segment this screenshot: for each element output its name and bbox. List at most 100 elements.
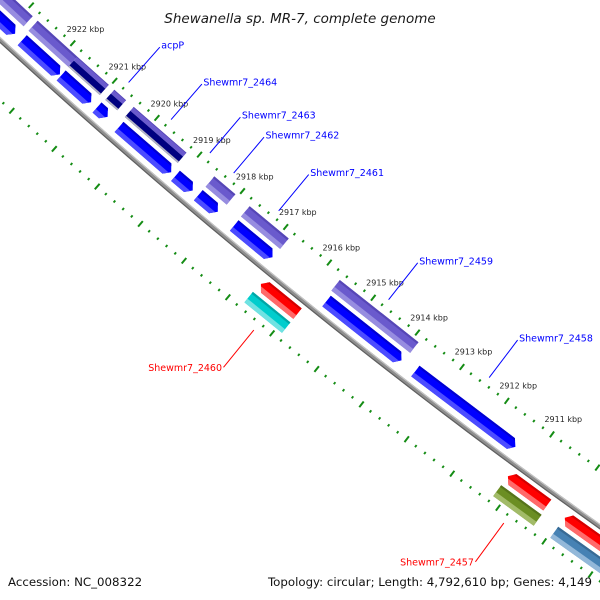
minor-tick xyxy=(514,406,518,410)
cds-arrow-acpp[interactable] xyxy=(92,102,108,119)
minor-tick xyxy=(87,177,91,181)
gene-label[interactable]: acpP xyxy=(161,41,184,52)
gene-label[interactable]: Shewmr7_2460 xyxy=(148,363,222,374)
minor-tick xyxy=(104,192,108,196)
feature-body xyxy=(322,295,402,363)
cds-arrow-unlabeled[interactable] xyxy=(564,515,600,568)
minor-tick xyxy=(18,116,22,121)
minor-tick xyxy=(275,218,279,222)
tick-label: 2920 kbp xyxy=(151,99,189,108)
feature-body xyxy=(17,35,61,76)
minor-tick xyxy=(261,324,265,328)
cog-bar[interactable] xyxy=(550,526,600,583)
gene-label[interactable]: Shewmr7_2457 xyxy=(400,557,474,568)
cog-bar[interactable] xyxy=(244,291,291,333)
gene-label[interactable]: Shewmr7_2463 xyxy=(242,111,316,122)
minor-tick xyxy=(459,478,463,483)
cds-arrow-unlabeled[interactable] xyxy=(56,70,92,104)
backbone-highlight xyxy=(0,36,600,526)
gene-label[interactable]: Shewmr7_2459 xyxy=(419,256,493,267)
minor-tick xyxy=(138,101,142,105)
minor-tick xyxy=(514,519,518,523)
minor-tick xyxy=(389,310,393,314)
minor-tick xyxy=(478,378,482,383)
feature-shade xyxy=(25,35,61,69)
minor-tick xyxy=(258,203,262,208)
cog-bar[interactable] xyxy=(205,176,236,205)
feature-shade xyxy=(113,89,127,101)
gene-label[interactable]: Shewmr7_2458 xyxy=(519,334,593,345)
minor-tick xyxy=(112,199,117,204)
major-tick xyxy=(153,114,161,122)
feature-shade xyxy=(513,474,552,502)
major-tick xyxy=(495,504,502,512)
minor-tick xyxy=(266,211,270,215)
feature-body xyxy=(260,282,302,319)
cds-arrow-shewmr7-2464[interactable] xyxy=(114,121,172,174)
cds-arrow-shewmr7-2459[interactable] xyxy=(322,295,402,363)
label-leader-line xyxy=(278,174,310,212)
cog-bar[interactable] xyxy=(331,280,419,353)
cog-bar[interactable] xyxy=(0,0,33,27)
gene-label[interactable]: Shewmr7_2461 xyxy=(310,168,384,179)
cog-bar[interactable] xyxy=(241,206,289,249)
feature-body xyxy=(73,56,109,89)
feature-highlight xyxy=(331,286,414,353)
tick-label: 2922 kbp xyxy=(67,25,105,34)
major-tick xyxy=(94,183,101,190)
cds-arrow-unlabeled[interactable] xyxy=(0,0,16,35)
minor-tick xyxy=(433,344,437,348)
major-tick xyxy=(269,329,276,337)
feature-body xyxy=(241,206,289,249)
minor-tick xyxy=(333,381,337,385)
minor-tick xyxy=(586,459,590,463)
major-tick xyxy=(459,363,465,371)
cog-bar[interactable] xyxy=(28,20,78,67)
tick-label: 2911 kbp xyxy=(544,415,582,424)
feature-shade xyxy=(0,10,16,28)
minor-tick xyxy=(104,71,108,75)
minor-tick xyxy=(310,246,314,251)
cds-arrow-shewmr7-2461[interactable] xyxy=(229,220,273,259)
minor-tick xyxy=(173,251,177,256)
feature-shade xyxy=(122,121,172,167)
gene-label[interactable]: Shewmr7_2462 xyxy=(266,131,340,142)
minor-tick xyxy=(469,372,473,376)
cds-arrow-shewmr7-2462[interactable] xyxy=(193,190,218,214)
minor-tick xyxy=(215,167,219,171)
minor-tick xyxy=(147,229,151,233)
minor-tick xyxy=(191,266,195,270)
major-tick xyxy=(449,470,456,478)
feature-shade xyxy=(100,102,108,111)
minor-tick xyxy=(487,499,491,503)
cog-bar[interactable] xyxy=(124,106,187,163)
cds-arrow-unlabeled[interactable] xyxy=(17,35,61,76)
feature-highlight xyxy=(411,372,513,449)
tick-label: 2914 kbp xyxy=(410,313,448,322)
feature-body xyxy=(56,70,92,104)
feature-highlight xyxy=(17,41,58,76)
feature-body xyxy=(229,220,273,259)
cog-bar[interactable] xyxy=(493,485,542,526)
feature-body xyxy=(110,89,127,104)
cds-arrow-shewmr7-2463[interactable] xyxy=(171,170,193,192)
feature-shade xyxy=(251,291,291,325)
cds-arrow-shewmr7-2460[interactable] xyxy=(260,282,302,319)
minor-tick xyxy=(387,423,391,427)
gene-label[interactable]: Shewmr7_2464 xyxy=(203,78,277,89)
cds-arrow-shewmr7-2457[interactable] xyxy=(507,474,552,511)
minor-tick xyxy=(163,123,168,127)
feature-shade xyxy=(133,106,187,154)
feature-body xyxy=(493,485,542,526)
minor-tick xyxy=(37,11,42,15)
major-tick xyxy=(196,151,203,159)
feature-body xyxy=(244,291,291,333)
minor-tick xyxy=(121,207,125,211)
cds-arrow-shewmr7-2458[interactable] xyxy=(411,365,516,449)
minor-tick xyxy=(121,86,125,90)
minor-tick xyxy=(579,566,583,570)
cog-bar[interactable] xyxy=(105,89,127,111)
feature-highlight xyxy=(0,0,27,27)
cog-bar[interactable] xyxy=(68,56,109,95)
